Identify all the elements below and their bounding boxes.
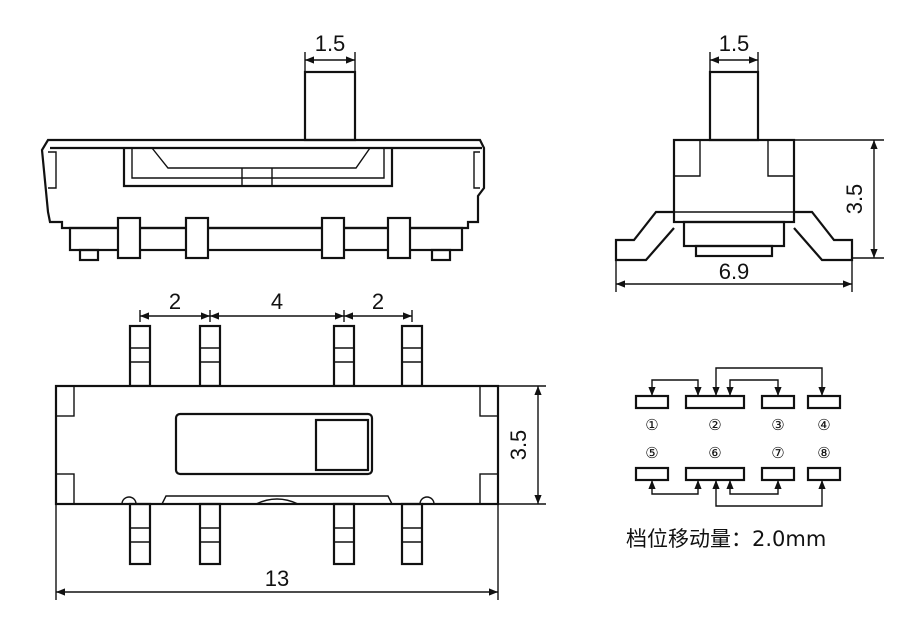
travel-note: 档位移动量：2.0mm <box>626 527 826 551</box>
bottom-slider-knob <box>314 418 370 472</box>
pin-label-7: ⑦ <box>771 445 784 462</box>
bottom-terminals-top <box>128 324 424 388</box>
bottom-view: 2 4 2 3. <box>54 289 546 600</box>
front-terminal <box>386 216 412 260</box>
front-terminal <box>320 216 346 260</box>
side-body <box>672 138 796 224</box>
pad-6 <box>684 466 746 482</box>
front-base <box>68 226 464 252</box>
pad-5 <box>634 466 670 482</box>
bottom-terminals-bottom <box>128 502 424 566</box>
front-body <box>40 138 486 230</box>
pad-4 <box>806 394 842 410</box>
pin-label-6: ⑥ <box>708 445 721 462</box>
side-terminal-left <box>614 210 675 262</box>
pin-label-8: ⑧ <box>817 445 830 462</box>
pad-8 <box>806 466 842 482</box>
front-terminal <box>184 216 210 260</box>
bottom-slider-window <box>174 412 374 476</box>
pin-label-3: ③ <box>771 417 784 434</box>
pin-label-5: ⑤ <box>645 445 658 462</box>
front-terminal <box>116 216 142 260</box>
pin-label-2: ② <box>708 417 721 434</box>
pad-3 <box>760 394 796 410</box>
pad-1 <box>634 394 670 410</box>
side-view: 1.5 3.5 6.9 <box>614 31 884 292</box>
side-width-label: 6.9 <box>719 259 750 284</box>
bottom-body <box>54 384 500 506</box>
front-lever-width-label: 1.5 <box>315 31 346 56</box>
front-slider-window <box>122 148 394 188</box>
pin-label-4: ④ <box>817 417 830 434</box>
pad-7 <box>760 466 796 482</box>
pin-schematic: ① ② ③ ④ ⑤ ⑥ ⑦ ⑧ <box>634 367 842 507</box>
pad-2 <box>684 394 746 410</box>
bottom-height-label: 3.5 <box>506 430 531 461</box>
side-lever-width-label: 1.5 <box>719 31 750 56</box>
pitch-right-label: 2 <box>372 289 384 314</box>
pitch-left-label: 2 <box>169 289 181 314</box>
side-terminal-right <box>793 210 854 262</box>
side-height-label: 3.5 <box>842 184 867 215</box>
pin-label-1: ① <box>645 417 658 434</box>
pitch-center-label: 4 <box>271 289 283 314</box>
bottom-length-label: 13 <box>265 566 289 591</box>
side-lever <box>708 70 760 142</box>
front-view: 1.5 <box>40 31 486 262</box>
front-lever <box>303 70 357 142</box>
